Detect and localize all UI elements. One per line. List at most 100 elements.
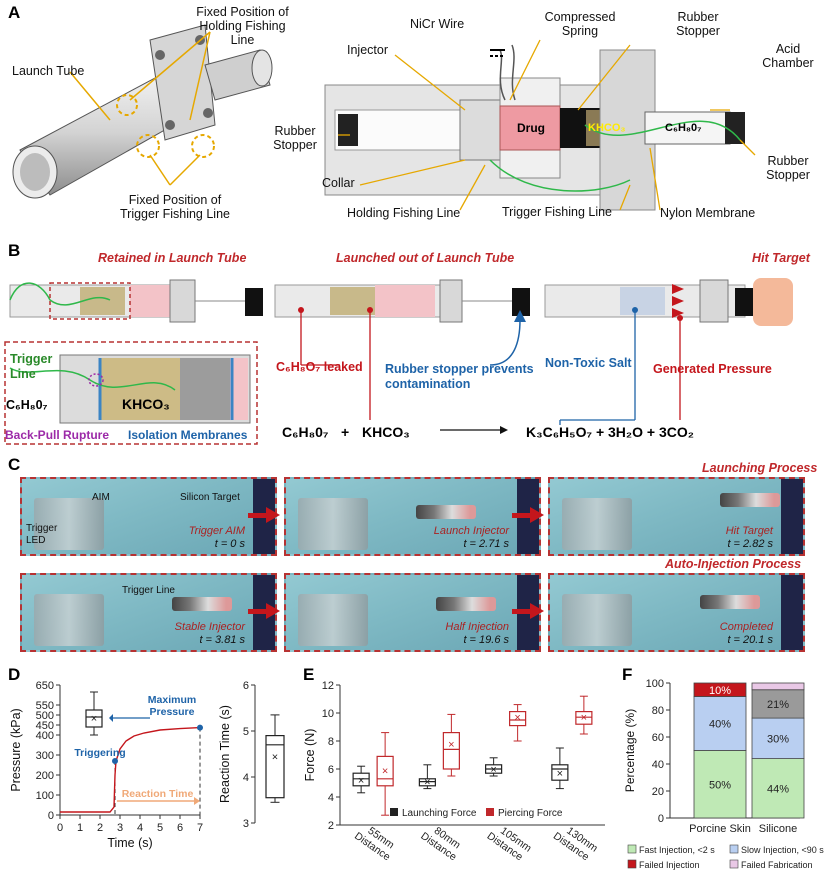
f-bar-segment bbox=[751, 758, 805, 819]
d-y-tick-label: 400 bbox=[36, 730, 54, 742]
frame-6-time: t = 20.1 s bbox=[727, 634, 773, 646]
label-rubber-stopper-top: Rubber Stopper bbox=[676, 10, 720, 38]
label-compressed-spring: Compressed Spring bbox=[544, 10, 616, 38]
e-x-tick-label: 55mmDistance bbox=[352, 820, 399, 863]
aim-cross-section-diagram bbox=[324, 39, 756, 211]
d-maximum-label-2: Pressure bbox=[150, 706, 195, 718]
panel-label-c: C bbox=[8, 455, 21, 474]
d-trigger-point bbox=[112, 758, 118, 764]
f-y-tick-label: 80 bbox=[652, 705, 664, 717]
label-khco3-b: KHCO₃ bbox=[122, 396, 170, 412]
label-c6h8o7-a: C₆H₈0₇ bbox=[665, 122, 702, 134]
e-box-piercing-box bbox=[442, 731, 460, 770]
f-legend-label: Slow Injection, <90 s bbox=[741, 845, 824, 855]
label-aim: AIM bbox=[92, 492, 110, 503]
f-legend-label: Failed Fabrication bbox=[741, 860, 813, 870]
f-bar-label: 10% bbox=[709, 685, 731, 697]
d-triggering-label: Triggering bbox=[74, 747, 125, 759]
d-reaction-label: Reaction Time bbox=[122, 788, 194, 800]
frame-2-label: Launch Injector bbox=[433, 525, 509, 537]
e-box-launching-box bbox=[418, 778, 436, 787]
label-generated-pressure: Generated Pressure bbox=[653, 362, 772, 376]
label-injector: Injector bbox=[347, 43, 388, 57]
launch-tube-3d-illustration bbox=[12, 24, 273, 199]
f-legend-label: Fast Injection, <2 s bbox=[639, 845, 715, 855]
frame-arrows bbox=[248, 507, 544, 619]
d2-y-tick-label: 4 bbox=[243, 772, 249, 784]
f-x-tick-label: Silicone bbox=[759, 823, 798, 835]
d-x-axis-label: Time (s) bbox=[107, 836, 152, 850]
e-y-tick-label: 4 bbox=[328, 792, 334, 804]
label-non-toxic: Non-Toxic Salt bbox=[545, 356, 632, 370]
d-y-tick-label: 300 bbox=[36, 750, 54, 762]
e-box-launching-mean-marker: × bbox=[424, 777, 430, 789]
f-legend-swatch bbox=[627, 859, 637, 869]
equation-left1: C₆H₈0₇ bbox=[282, 424, 329, 440]
f-y-tick-label: 100 bbox=[646, 678, 664, 690]
d-y-tick-label: 0 bbox=[48, 810, 54, 822]
f-bar-label: 44% bbox=[767, 783, 789, 795]
label-nicr-wire: NiCr Wire bbox=[410, 17, 465, 31]
label-hit-target: Hit Target bbox=[752, 251, 810, 265]
e-legend-swatch bbox=[390, 808, 398, 816]
f-bar-segment bbox=[693, 696, 747, 751]
label-fixed-holding: Fixed Position of Holding Fishing Line bbox=[196, 5, 289, 47]
f-bar-label: 21% bbox=[767, 699, 789, 711]
panel-label-d: D bbox=[8, 665, 21, 684]
panel-label-a: A bbox=[8, 3, 21, 22]
f-bar-segment bbox=[751, 717, 805, 759]
d2-y-axis-label: Reaction Time (s) bbox=[218, 705, 232, 803]
f-legend-label: Failed Injection bbox=[639, 860, 700, 870]
e-box-launching-mean-marker: × bbox=[358, 775, 364, 787]
label-nylon-membrane: Nylon Membrane bbox=[660, 206, 756, 220]
f-bar-segment bbox=[693, 682, 747, 697]
e-box-launching-mean-marker: × bbox=[557, 768, 563, 780]
d-max-point bbox=[197, 724, 203, 731]
frame-4-time: t = 3.81 s bbox=[199, 634, 245, 646]
label-retained: Retained in Launch Tube bbox=[98, 251, 247, 265]
f-bar-label: 40% bbox=[709, 719, 731, 731]
e-y-axis-label: Force (N) bbox=[303, 729, 317, 782]
d-x-tick-label: 6 bbox=[177, 822, 183, 834]
panel-label-f: F bbox=[622, 665, 633, 684]
label-collar: Collar bbox=[322, 176, 355, 190]
d-reaction-arrow-head bbox=[194, 797, 200, 805]
d-x-tick-label: 5 bbox=[157, 822, 163, 834]
e-box-launching-mean-marker: × bbox=[490, 764, 496, 776]
frame-5-label: Half Injection bbox=[445, 621, 509, 633]
f-y-tick-label: 0 bbox=[658, 813, 664, 825]
d-x-tick-label: 4 bbox=[137, 822, 143, 834]
e-box-piercing-mean-marker: × bbox=[514, 712, 520, 724]
d-x-tick-label: 3 bbox=[117, 822, 123, 834]
frame-1-label: Trigger AIM bbox=[188, 525, 245, 537]
f-legend-swatch bbox=[729, 859, 739, 869]
d2-y-tick-label: 5 bbox=[243, 726, 249, 738]
e-legend-swatch bbox=[486, 808, 494, 816]
f-bar-segment bbox=[751, 689, 805, 719]
e-box-launching-box bbox=[352, 772, 370, 787]
label-holding-line: Holding Fishing Line bbox=[347, 206, 461, 220]
e-legend-label: Launching Force bbox=[402, 808, 477, 819]
label-back-pull: Back-Pull Rupture bbox=[5, 428, 110, 442]
label-launch-tube: Launch Tube bbox=[12, 64, 85, 78]
e-y-tick-label: 8 bbox=[328, 736, 334, 748]
f-y-tick-label: 20 bbox=[652, 786, 664, 798]
panel-label-b: B bbox=[8, 241, 21, 260]
d-y-tick-label: 500 bbox=[36, 710, 54, 722]
f-bar-segment bbox=[751, 682, 805, 691]
d-y-tick-label: 650 bbox=[36, 680, 54, 692]
e-box-piercing-box bbox=[509, 710, 527, 727]
label-trigger-line-b: Trigger Line bbox=[10, 352, 53, 381]
e-box-piercing-mean-marker: × bbox=[382, 765, 388, 777]
f-legend-swatch bbox=[729, 844, 739, 854]
d-y-tick-label: 450 bbox=[36, 720, 54, 732]
d2-reaction-mean-marker: × bbox=[272, 751, 278, 763]
frame-trigger-aim: AIM Silicon Target Trigger LED Trigger A… bbox=[20, 477, 277, 556]
